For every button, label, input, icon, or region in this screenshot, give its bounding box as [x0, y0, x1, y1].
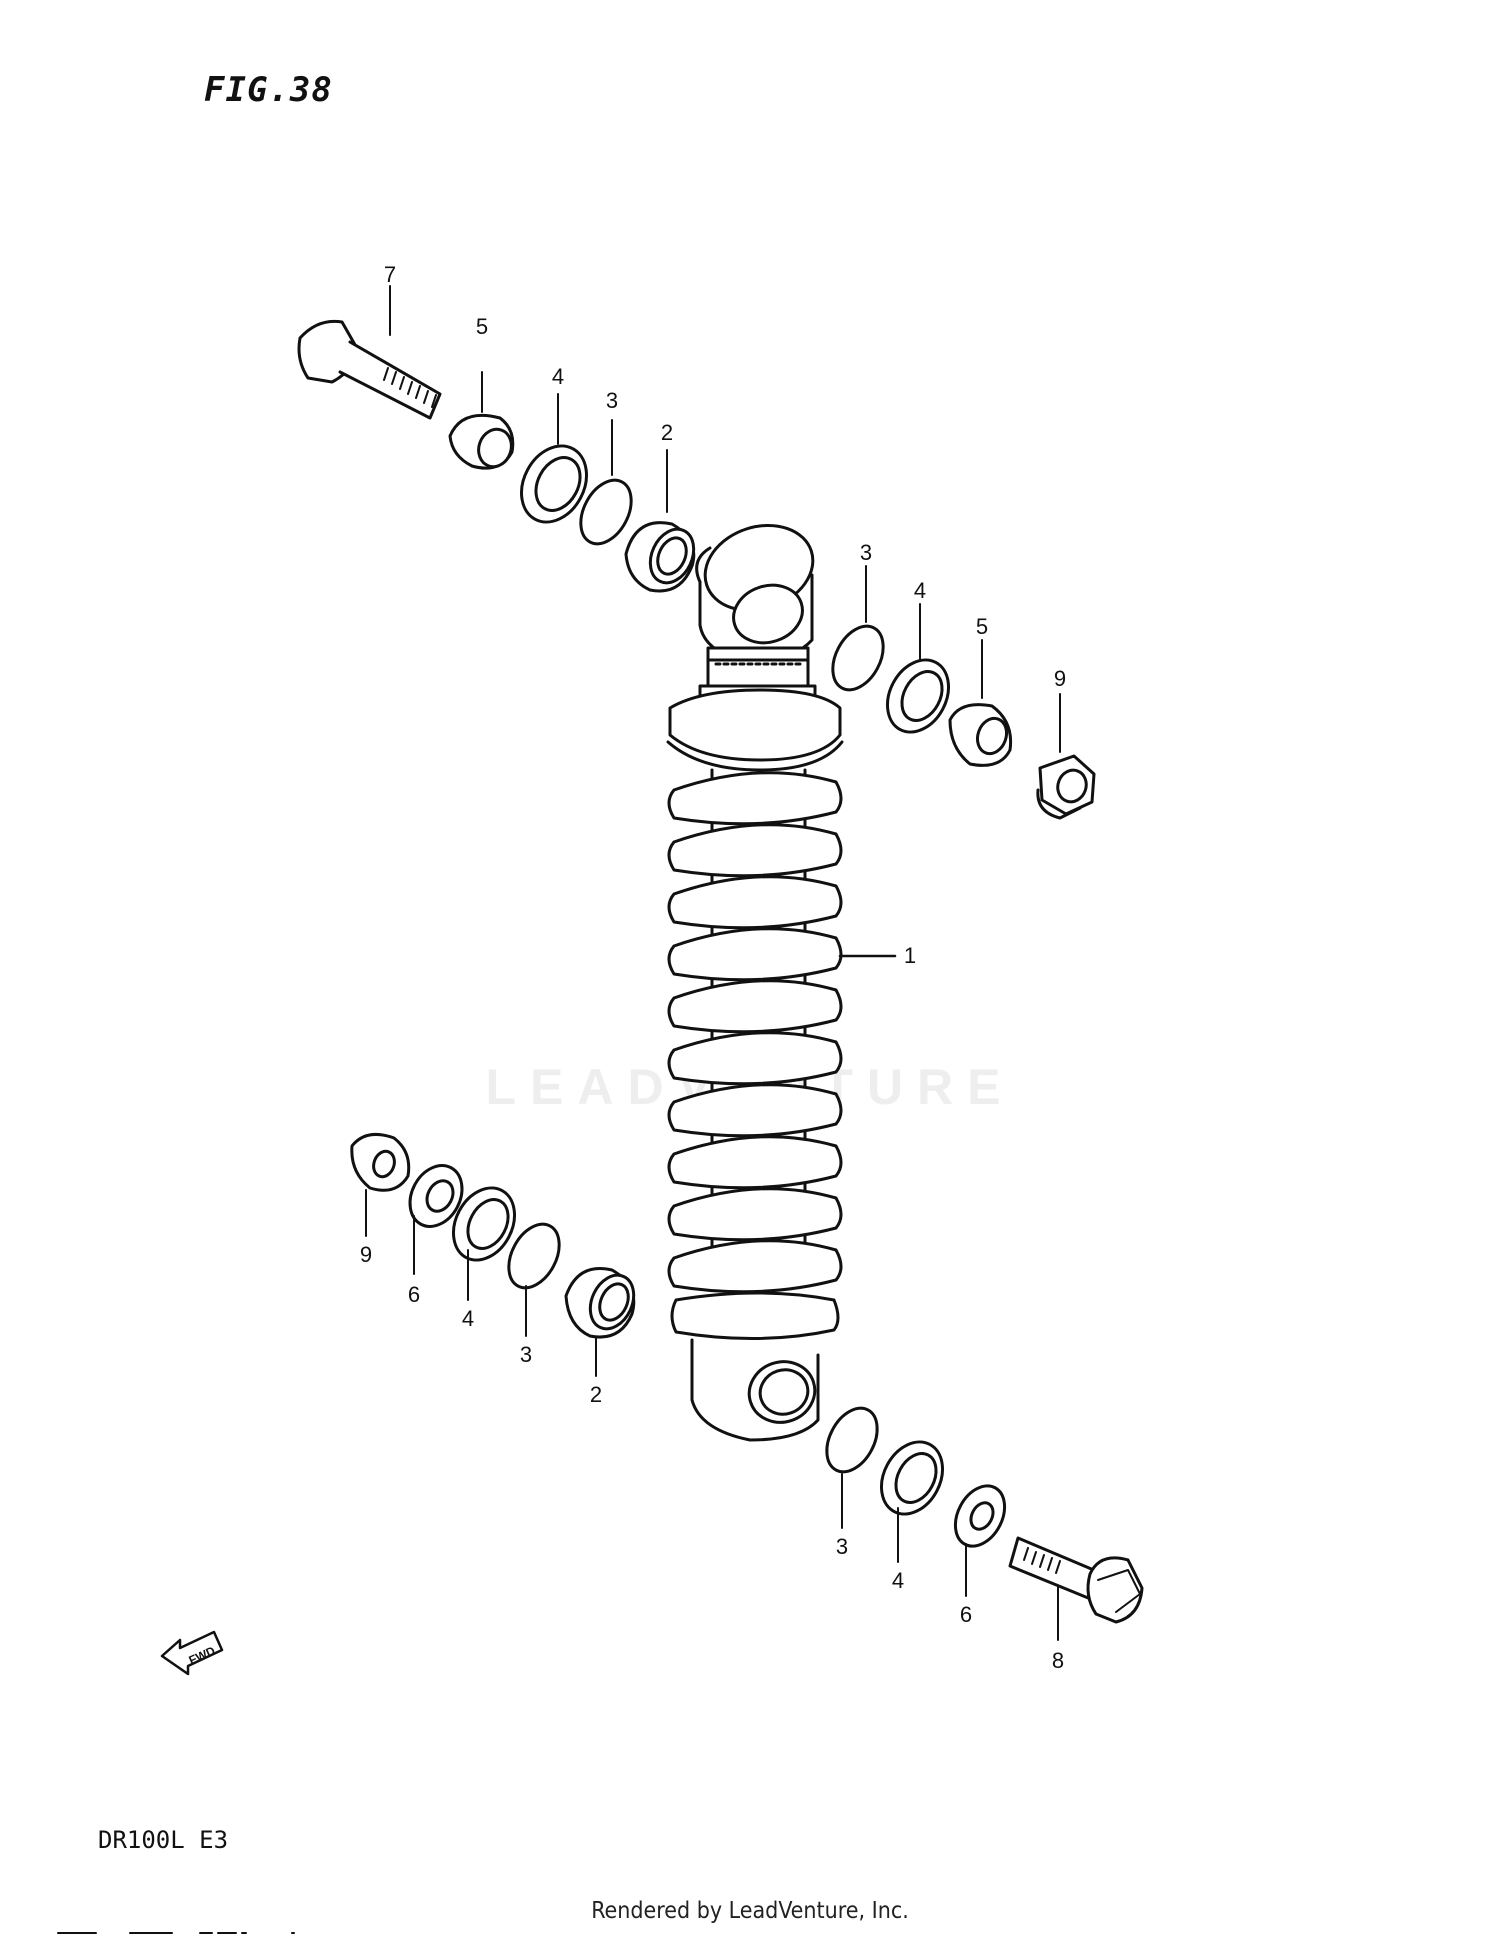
seal-top-right[interactable]: [875, 603, 960, 743]
callout-3-top-right: 3: [860, 540, 872, 565]
seal-bottom-left[interactable]: [441, 1177, 526, 1301]
callout-6-bottom-left: 6: [408, 1282, 420, 1307]
callout-4-bottom-right: 4: [892, 1568, 904, 1593]
washer-bottom-right[interactable]: [946, 1477, 1015, 1597]
callout-1: 1: [904, 943, 916, 968]
callout-6-bottom-right: 6: [960, 1602, 972, 1627]
callout-9-top: 9: [1054, 666, 1066, 691]
callout-2-bottom: 2: [590, 1382, 602, 1407]
forward-arrow-icon: FWD: [160, 1630, 224, 1676]
circlip-bottom-left[interactable]: [499, 1216, 570, 1337]
figure-title: FIG.38: [204, 70, 333, 110]
seal-top-left[interactable]: [509, 393, 600, 533]
callout-8: 8: [1052, 1648, 1064, 1673]
seal-bottom-right[interactable]: [869, 1431, 954, 1563]
callout-3-bottom-left: 3: [520, 1342, 532, 1367]
shock-absorber[interactable]: [666, 512, 897, 1442]
callout-5-top-left: 5: [476, 314, 488, 339]
spacer-bottom[interactable]: [564, 1267, 642, 1377]
bolt-bottom[interactable]: [1008, 1536, 1144, 1641]
nut-top[interactable]: [1036, 693, 1096, 820]
circlip-bottom-right[interactable]: [817, 1400, 888, 1529]
bush-top-right[interactable]: [948, 639, 1013, 767]
callout-7: 7: [384, 262, 396, 287]
callout-4-top-right: 4: [914, 578, 926, 603]
circlip-top-right[interactable]: [823, 565, 894, 698]
spacer-top[interactable]: [624, 449, 702, 593]
callout-4-bottom-left: 4: [462, 1306, 474, 1331]
callout-3-top-left: 3: [606, 388, 618, 413]
model-code: DR100L E3: [98, 1826, 229, 1854]
bolt-top[interactable]: [297, 285, 442, 420]
bush-top-left[interactable]: [448, 371, 517, 471]
callout-5-top-right: 5: [976, 614, 988, 639]
footer-credit: Rendered by LeadVenture, Inc.: [591, 1898, 909, 1924]
callout-9-bottom: 9: [360, 1242, 372, 1267]
washer-bottom-left[interactable]: [400, 1156, 472, 1275]
nut-bottom[interactable]: [350, 1132, 411, 1237]
callout-4-top-left: 4: [552, 364, 564, 389]
callout-2-top: 2: [661, 420, 673, 445]
circlip-top-left[interactable]: [571, 419, 642, 552]
callout-3-bottom-right: 3: [836, 1534, 848, 1559]
